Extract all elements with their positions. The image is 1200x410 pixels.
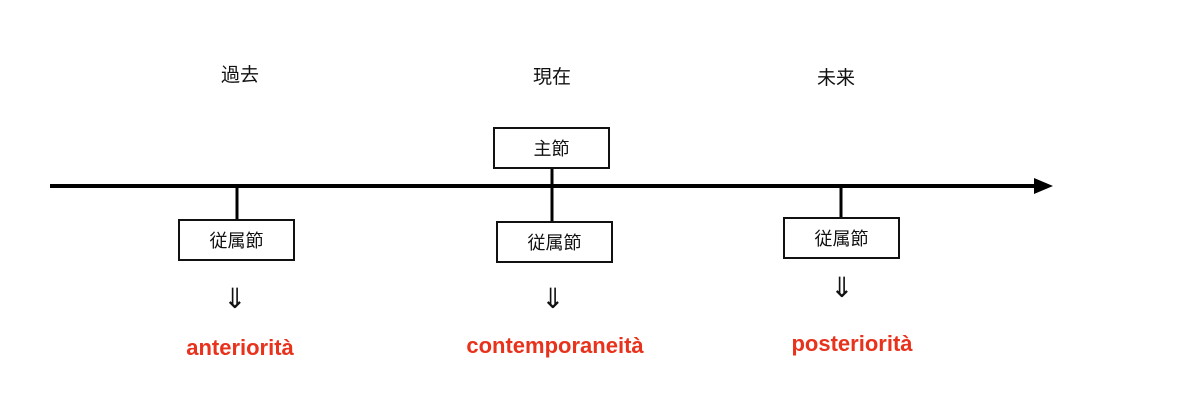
period-label-present: 現在 (532, 66, 572, 88)
subordinate-clause-box-past: 従属節 (178, 219, 295, 261)
period-label-past: 過去 (220, 64, 260, 86)
implies-arrow-icon-future: ⇓ (830, 271, 854, 304)
period-label-future: 未来 (816, 67, 856, 89)
implies-arrow-icon-present: ⇓ (541, 282, 565, 315)
result-label-present: contemporaneità (466, 333, 644, 358)
implies-arrow-icon-past: ⇓ (223, 282, 247, 315)
result-label-future: posteriorità (791, 331, 913, 356)
subordinate-clause-box-present: 従属節 (496, 221, 613, 263)
subordinate-clause-box-future: 従属節 (783, 217, 900, 259)
timeline-arrowhead (1034, 178, 1053, 194)
result-label-past: anteriorità (186, 335, 294, 360)
main-clause-box: 主節 (493, 127, 610, 169)
